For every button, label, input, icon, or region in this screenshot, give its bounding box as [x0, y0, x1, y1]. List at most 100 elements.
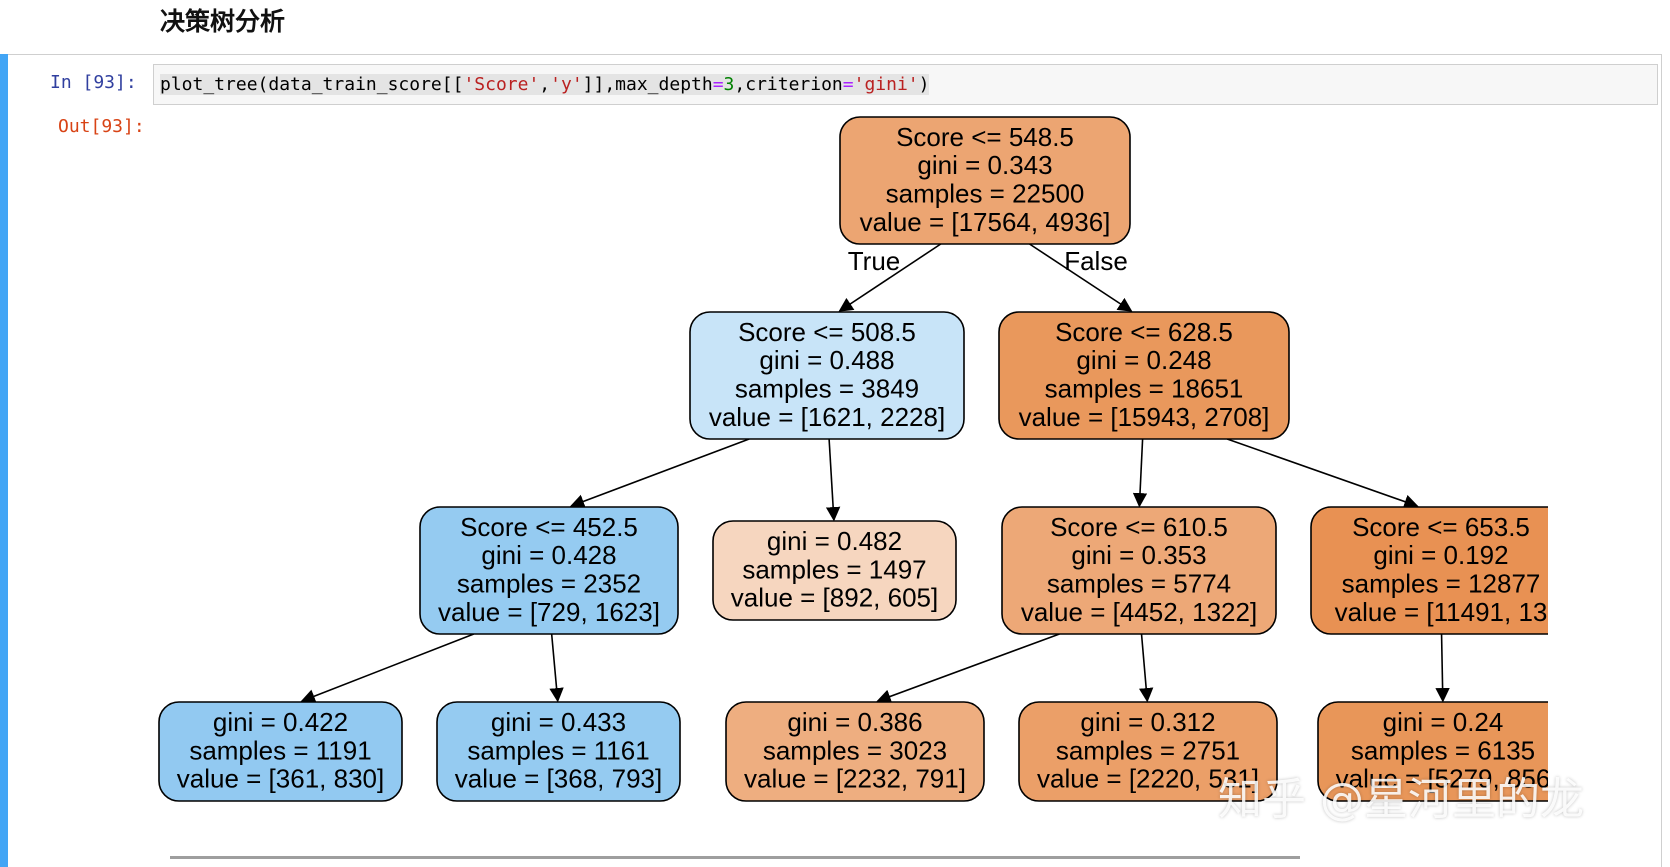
tree-node-line: Score <= 653.5	[1352, 512, 1530, 542]
tree-edge	[569, 438, 750, 509]
code-token: =	[842, 74, 854, 95]
tree-node-line: gini = 0.482	[767, 526, 902, 556]
tree-node-line: value = [2220, 531]	[1037, 764, 1259, 794]
code-token: 'y'	[550, 74, 583, 95]
code-token: ]],max_depth	[582, 74, 713, 95]
tree-node-line: samples = 1191	[189, 735, 371, 765]
tree-node-box	[998, 311, 1290, 440]
tree-node-line: value = [4452, 1322]	[1021, 597, 1257, 627]
tree-node-line: value = [729, 1623]	[438, 597, 660, 627]
tree-node-line: Score <= 628.5	[1055, 317, 1233, 347]
tree-node-line: value = [5279, 856	[1336, 764, 1551, 794]
tree-node-line: gini = 0.24	[1383, 707, 1504, 737]
tree-edge	[1138, 633, 1154, 703]
tree-edge	[1226, 438, 1419, 509]
code-token: 'gini'	[853, 74, 919, 95]
tree-node-line: samples = 6135	[1351, 735, 1535, 765]
code-token: 'Score'	[463, 74, 540, 95]
code-token: ,	[539, 74, 551, 95]
tree-edge	[876, 633, 1060, 704]
tree-node-box	[1018, 701, 1278, 802]
tree-edge	[549, 633, 564, 703]
tree-node-line: value = [361, 830]	[177, 764, 384, 794]
output-prompt: Out[93]:	[58, 116, 145, 137]
code-token: )	[918, 74, 930, 95]
tree-node-box	[712, 520, 957, 621]
tree-node-box	[689, 311, 965, 440]
code-token: 3	[723, 74, 735, 95]
tree-node-line: samples = 1497	[742, 554, 926, 584]
tree-node-line: value = [2232, 791]	[744, 764, 966, 794]
tree-node-line: samples = 5774	[1047, 569, 1231, 599]
tree-edge	[1132, 438, 1148, 508]
tree-node-line: gini = 0.312	[1080, 707, 1215, 737]
tree-node-box	[419, 506, 679, 635]
tree-node-line: gini = 0.428	[481, 540, 616, 570]
tree-node-line: samples = 2751	[1056, 735, 1240, 765]
tree-node-box	[725, 701, 985, 802]
tree-node-line: gini = 0.433	[491, 707, 626, 737]
tree-edge	[838, 243, 942, 312]
section-heading: 决策树分析	[160, 7, 286, 36]
notebook-cell[interactable]	[0, 54, 1662, 867]
tree-node-line: gini = 0.353	[1071, 540, 1206, 570]
tree-node-line: Score <= 452.5	[460, 512, 638, 542]
tree-node-line: value = [892, 605]	[731, 583, 938, 613]
tree-node-box	[1001, 506, 1277, 635]
code-token: =	[712, 74, 724, 95]
code-text: plot_tree(data_train_score[['Score','y']…	[160, 74, 930, 95]
tree-node-line: gini = 0.386	[787, 707, 922, 737]
tree-node-line: samples = 3023	[763, 735, 947, 765]
tree-edge	[825, 438, 841, 522]
watermark: 知乎 @星河里的龙	[1218, 774, 1584, 825]
tree-node-line: gini = 0.422	[213, 707, 348, 737]
tree-node-line: Score <= 610.5	[1050, 512, 1228, 542]
cell-selection-bar	[0, 54, 8, 867]
tree-node-line: samples = 12877	[1342, 569, 1541, 599]
tree-node-line: value = [368, 793]	[455, 764, 662, 794]
tree-node-box	[1310, 506, 1548, 635]
tree-edge	[300, 633, 475, 704]
edge-label-false: False	[1064, 246, 1128, 276]
tree-node-box	[436, 701, 681, 802]
tree-node-line: samples = 3849	[735, 374, 919, 404]
tree-edge	[1029, 243, 1133, 312]
input-prompt: In [93]:	[50, 72, 137, 93]
tree-node-box	[839, 116, 1131, 245]
tree-node-line: samples = 2352	[457, 569, 641, 599]
code-token: plot_tree(data_train_score[[	[160, 74, 464, 95]
tree-node-line: Score <= 508.5	[738, 317, 916, 347]
tree-node-line: value = [15943, 2708]	[1019, 402, 1270, 432]
tree-node-line: value = [1621, 2228]	[709, 402, 945, 432]
tree-node-box	[158, 701, 403, 802]
tree-node-line: gini = 0.192	[1373, 540, 1508, 570]
horizontal-scrollbar[interactable]	[170, 856, 1300, 859]
tree-node-box	[1317, 701, 1548, 802]
tree-edge	[1435, 633, 1450, 703]
code-token: ,criterion	[734, 74, 843, 95]
tree-node-line: samples = 1161	[467, 735, 649, 765]
code-line[interactable]: plot_tree(data_train_score[['Score','y']…	[160, 74, 930, 95]
tree-node-line: value = [17564, 4936]	[860, 207, 1111, 237]
tree-node-line: gini = 0.248	[1076, 345, 1211, 375]
tree-node-line: samples = 22500	[886, 179, 1085, 209]
tree-node-line: Score <= 548.5	[896, 122, 1074, 152]
tree-node-line: gini = 0.343	[917, 150, 1052, 180]
tree-node-line: gini = 0.488	[759, 345, 894, 375]
edge-label-true: True	[848, 246, 901, 276]
tree-node-line: value = [11491, 13	[1335, 597, 1548, 627]
tree-node-line: samples = 18651	[1045, 374, 1244, 404]
